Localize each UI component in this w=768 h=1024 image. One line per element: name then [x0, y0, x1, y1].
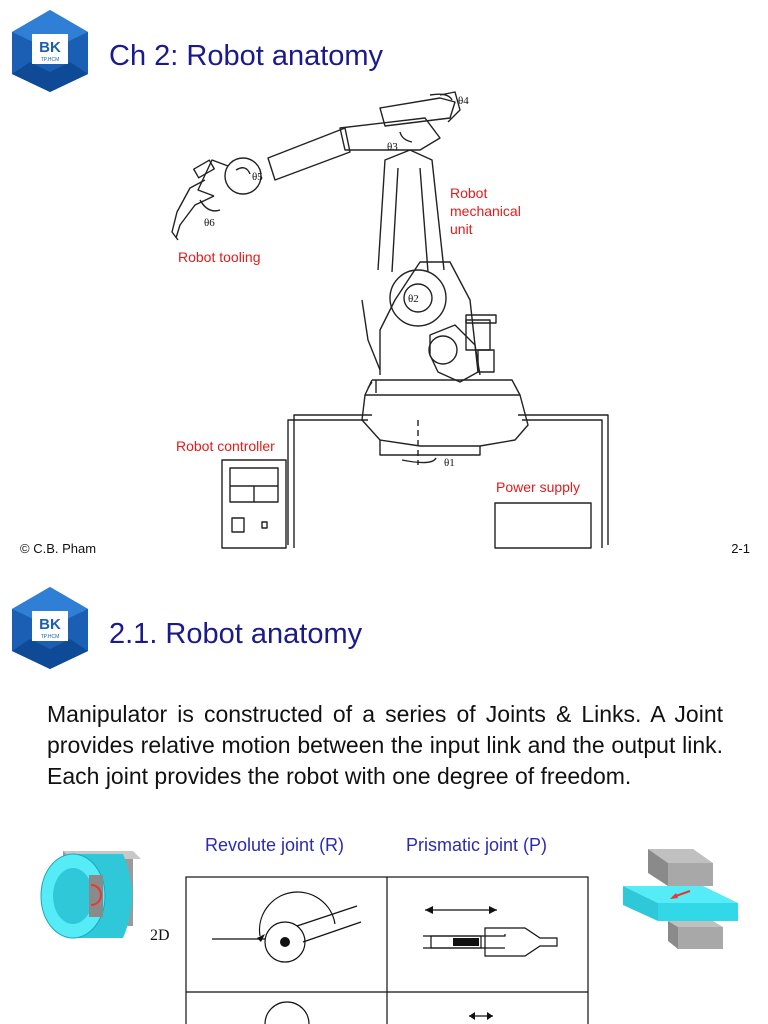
slide-title: Ch 2: Robot anatomy	[109, 40, 384, 72]
logo-text: BK	[39, 39, 61, 56]
prismatic-joint-label: Prismatic joint (P)	[406, 835, 548, 855]
revolute-joint-3d-icon	[40, 851, 141, 939]
label-mechanical-unit-line3: unit	[450, 221, 473, 237]
angle-theta1: θ1	[444, 457, 455, 469]
footer-copyright: © C.B. Pham	[20, 541, 97, 556]
bk-logo: BK TP.HCM	[12, 587, 88, 669]
logo-text: BK	[39, 616, 61, 633]
label-mechanical-unit-line1: Robot	[450, 185, 488, 201]
label-robot-controller: Robot controller	[176, 438, 275, 454]
prismatic-joint-3d-icon	[623, 849, 738, 949]
slide-title: 2.1. Robot anatomy	[109, 618, 363, 650]
slide-1: BK TP.HCM Ch 2: Robot anatomy	[12, 10, 750, 556]
slide-2: BK TP.HCM 2.1. Robot anatomy Manipulator…	[0, 573, 768, 1024]
angle-theta6: θ6	[204, 217, 215, 229]
row-label-2d: 2D	[150, 927, 170, 944]
joint-table	[185, 876, 589, 1024]
angle-theta4: θ4	[458, 95, 469, 107]
label-mechanical-unit: Robot mechanical unit	[450, 184, 521, 238]
label-mechanical-unit-line2: mechanical	[450, 203, 521, 219]
logo-subtext: TP.HCM	[41, 634, 60, 640]
angle-theta3: θ3	[387, 141, 398, 153]
logo-subtext: TP.HCM	[41, 57, 60, 63]
label-robot-tooling: Robot tooling	[178, 249, 261, 265]
angle-theta5: θ5	[252, 171, 263, 183]
footer-page-number: 2-1	[731, 541, 750, 556]
body-paragraph: Manipulator is constructed of a series o…	[47, 701, 723, 789]
bk-logo: BK TP.HCM	[12, 10, 88, 92]
robot-diagram: θ1 θ2 θ3 θ4 θ5 θ6	[171, 91, 609, 549]
label-power-supply: Power supply	[496, 479, 581, 495]
revolute-joint-label: Revolute joint (R)	[205, 835, 345, 855]
angle-theta2: θ2	[408, 293, 419, 305]
slide-divider	[0, 563, 768, 573]
